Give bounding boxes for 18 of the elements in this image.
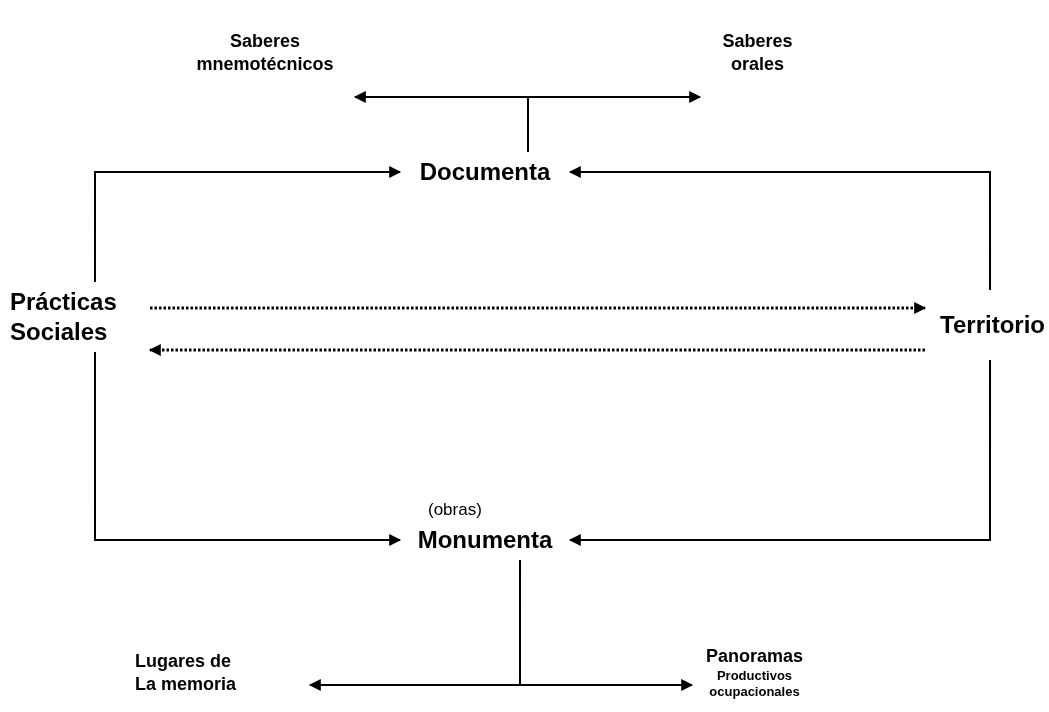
- node-label: Lugares de La memoria: [135, 650, 238, 695]
- node-label: Saberes mnemotécnicos: [195, 30, 335, 75]
- arrow: [568, 166, 992, 291]
- arrow: [527, 90, 702, 153]
- dotted-arrow: [150, 302, 927, 314]
- node-label: Documenta: [419, 157, 551, 187]
- node-label: Monumenta: [417, 525, 553, 555]
- node-label: Prácticas Sociales: [10, 287, 118, 347]
- node-label: Panoramas: [705, 645, 804, 668]
- arrow: [519, 559, 694, 691]
- arrow: [94, 166, 402, 283]
- arrow: [568, 359, 992, 546]
- node-label: Saberes orales: [721, 30, 794, 75]
- node-note: (obras): [428, 500, 482, 520]
- node-label: Territorio: [940, 310, 1045, 340]
- arrow: [94, 351, 402, 546]
- dotted-arrow: [148, 343, 925, 356]
- node-sublabel: Productivos ocupacionales: [708, 667, 801, 700]
